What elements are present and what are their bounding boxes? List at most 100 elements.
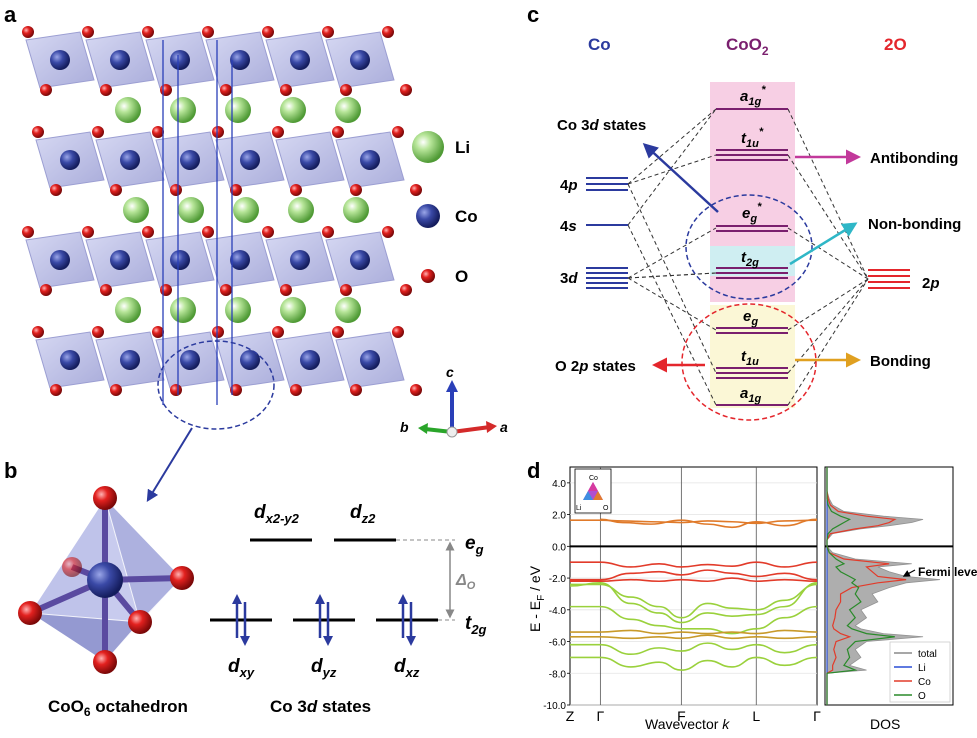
panel-c-mo-diagram: c Co CoO2 2O 4p 4s 3d 2p [527,2,961,421]
t2g-label: t2g [465,613,487,637]
eg-label: eg [465,533,484,557]
band-series-line [569,642,818,656]
o-atom [262,226,274,238]
li-atom [343,197,369,223]
co-atom [170,50,190,70]
o-atom [272,126,284,138]
o-atom [170,384,182,396]
co-atom [60,350,80,370]
o-atom [290,384,302,396]
band-y-axis-label: E - EF / eV [527,565,547,632]
o-atom [50,184,62,196]
o-2p-label: 2p [922,275,940,292]
k-point-label: Z [566,708,575,724]
coo2-layer [32,126,422,223]
atom-legend: Li Co O [412,131,478,286]
o-atom [50,384,62,396]
o-atom [32,126,44,138]
co-atom [60,150,80,170]
ternary-li-label: Li [576,505,582,512]
li-atom [225,97,251,123]
legend-co-label: Co [455,207,478,226]
li-atom [288,197,314,223]
dos-legend-li: Li [918,663,926,674]
band-lines [569,518,818,671]
y-tick-label: -6.0 [549,638,567,649]
o-atom [202,26,214,38]
dos-legend-total: total [918,649,937,660]
mo-correlation-lines [627,108,869,406]
k-point-label: L [752,708,760,724]
o-atom [340,84,352,96]
dos-total-area [826,467,941,705]
co-4s-label: 4s [560,218,577,235]
orbital-dxz-label: dxz [394,656,420,680]
o-atom [100,84,112,96]
nonbonding-band [710,246,795,276]
o-atom [82,226,94,238]
o-atom [142,26,154,38]
co-3d-level [586,267,628,289]
ternary-co-label: Co [589,475,598,482]
li-atom [115,97,141,123]
band-series-line [569,605,818,635]
dos-legend: total Li Co O [889,641,951,703]
co-atom [350,50,370,70]
co-3d-states-ellipse [685,194,813,300]
co-atom [240,350,260,370]
o-atom [322,26,334,38]
orbital-dyz-label: dyz [311,656,337,680]
panel-d-letter: d [527,458,540,483]
co-atom [290,50,310,70]
co-atom [50,50,70,70]
nonbonding-annotation: Non-bonding [868,216,961,233]
c-axis-label: c [446,364,454,380]
b-axis-arrowhead [418,423,428,434]
o-atom [262,26,274,38]
orbital-dz2-label: dz2 [350,502,376,526]
dos-legend-o: O [918,691,926,702]
co-atom [50,250,70,270]
y-tick-label: -2.0 [549,574,567,585]
delta-o-label: ΔO [455,572,476,592]
li-atom [280,97,306,123]
band-series-line [600,518,818,529]
band-x-axis-label: Wavevector k [645,716,730,732]
o-atom [382,226,394,238]
co-atom [300,150,320,170]
k-point-label: Γ [813,708,821,724]
mo-t1u-level [716,367,788,379]
o-atom [92,126,104,138]
o-atom [22,226,34,238]
axis-origin [446,426,458,438]
o-atom [220,84,232,96]
co-atom [230,250,250,270]
co-3d-label: 3d [560,270,578,287]
y-tick-label: -10.0 [543,701,566,712]
o-atom [280,284,292,296]
o-2p-level [868,269,910,289]
co-atom [120,150,140,170]
co-3d-states-caption: Co 3d states [270,697,371,716]
co-atom [300,350,320,370]
mo-eg-star-label: eg* [742,201,762,225]
coo6-octahedron-illustration [18,486,194,674]
o-atom [340,284,352,296]
o-atom [212,126,224,138]
co-column-header: Co [588,35,611,54]
fermi-level-arrow [902,569,916,577]
mo-t1u-star-label: t1u* [741,126,764,150]
li-atom [280,297,306,323]
octahedron-highlight-circle [157,340,275,430]
co-4p-level [586,177,628,191]
o-atom [170,184,182,196]
o-atom [40,84,52,96]
mo-eg-label: eg [743,308,758,328]
zoom-arrow [146,427,193,503]
crystal-structure-illustration [22,26,422,405]
band-series-line [570,634,818,640]
y-tick-labels: 4.02.00.0-2.0-4.0-6.0-8.0-10.0 [543,479,570,712]
dos-legend-co: Co [918,677,931,688]
co-atom-swatch [416,204,440,228]
